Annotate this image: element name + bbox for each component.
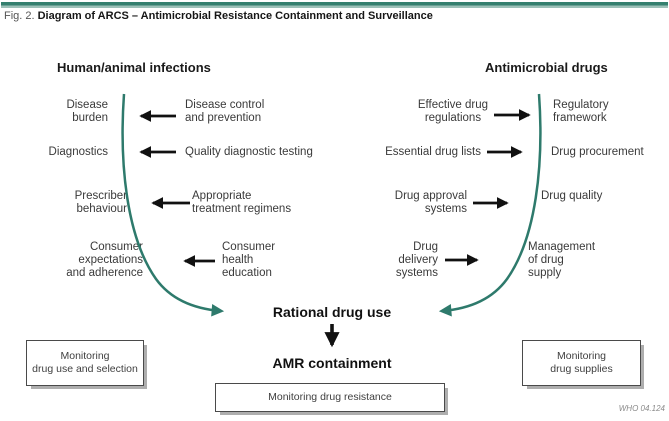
left-column-header: Human/animal infections bbox=[57, 60, 211, 75]
label-management-of-supply: Management of drug supply bbox=[528, 241, 596, 279]
label-diagnostics: Diagnostics bbox=[48, 146, 108, 158]
label-disease-control: Disease control and prevention bbox=[185, 99, 265, 124]
figure-caption: Fig. 2.Diagram of ARCS – Antimicrobial R… bbox=[4, 10, 433, 22]
label-drug-approval-systems: Drug approval systems bbox=[394, 190, 467, 215]
label-treatment-regimens: Appropriate treatment regimens bbox=[192, 190, 292, 215]
label-quality-diagnostics: Quality diagnostic testing bbox=[185, 146, 313, 158]
label-regulatory-framework: Regulatory framework bbox=[553, 99, 609, 124]
rational-drug-use-label: Rational drug use bbox=[272, 304, 392, 320]
label-consumer-expectations: Consumer expectations and adherence bbox=[66, 241, 143, 279]
label-drug-quality: Drug quality bbox=[541, 190, 603, 202]
monitoring-drug-resistance-box: Monitoring drug resistance bbox=[215, 383, 445, 412]
amr-containment-label: AMR containment bbox=[272, 355, 392, 371]
accent-top-bar bbox=[1, 2, 668, 8]
label-drug-delivery-systems: Drug delivery systems bbox=[395, 241, 438, 279]
label-prescriber-behaviour: Prescriber behaviour bbox=[74, 190, 127, 215]
label-consumer-education: Consumer health education bbox=[222, 241, 276, 279]
who-credit: WHO 04.124 bbox=[618, 404, 665, 413]
label-disease-burden: Disease burden bbox=[66, 99, 108, 124]
label-essential-drug-lists: Essential drug lists bbox=[385, 146, 481, 158]
figure-title: Diagram of ARCS – Antimicrobial Resistan… bbox=[37, 10, 433, 22]
monitoring-drug-use-box: Monitoring drug use and selection bbox=[26, 340, 144, 386]
right-column-header: Antimicrobial drugs bbox=[485, 60, 608, 75]
figure-number: Fig. 2. bbox=[4, 10, 35, 22]
monitoring-drug-supplies-box: Monitoring drug supplies bbox=[522, 340, 641, 386]
label-drug-procurement: Drug procurement bbox=[551, 146, 644, 158]
label-effective-regulations: Effective drug regulations bbox=[417, 99, 488, 124]
